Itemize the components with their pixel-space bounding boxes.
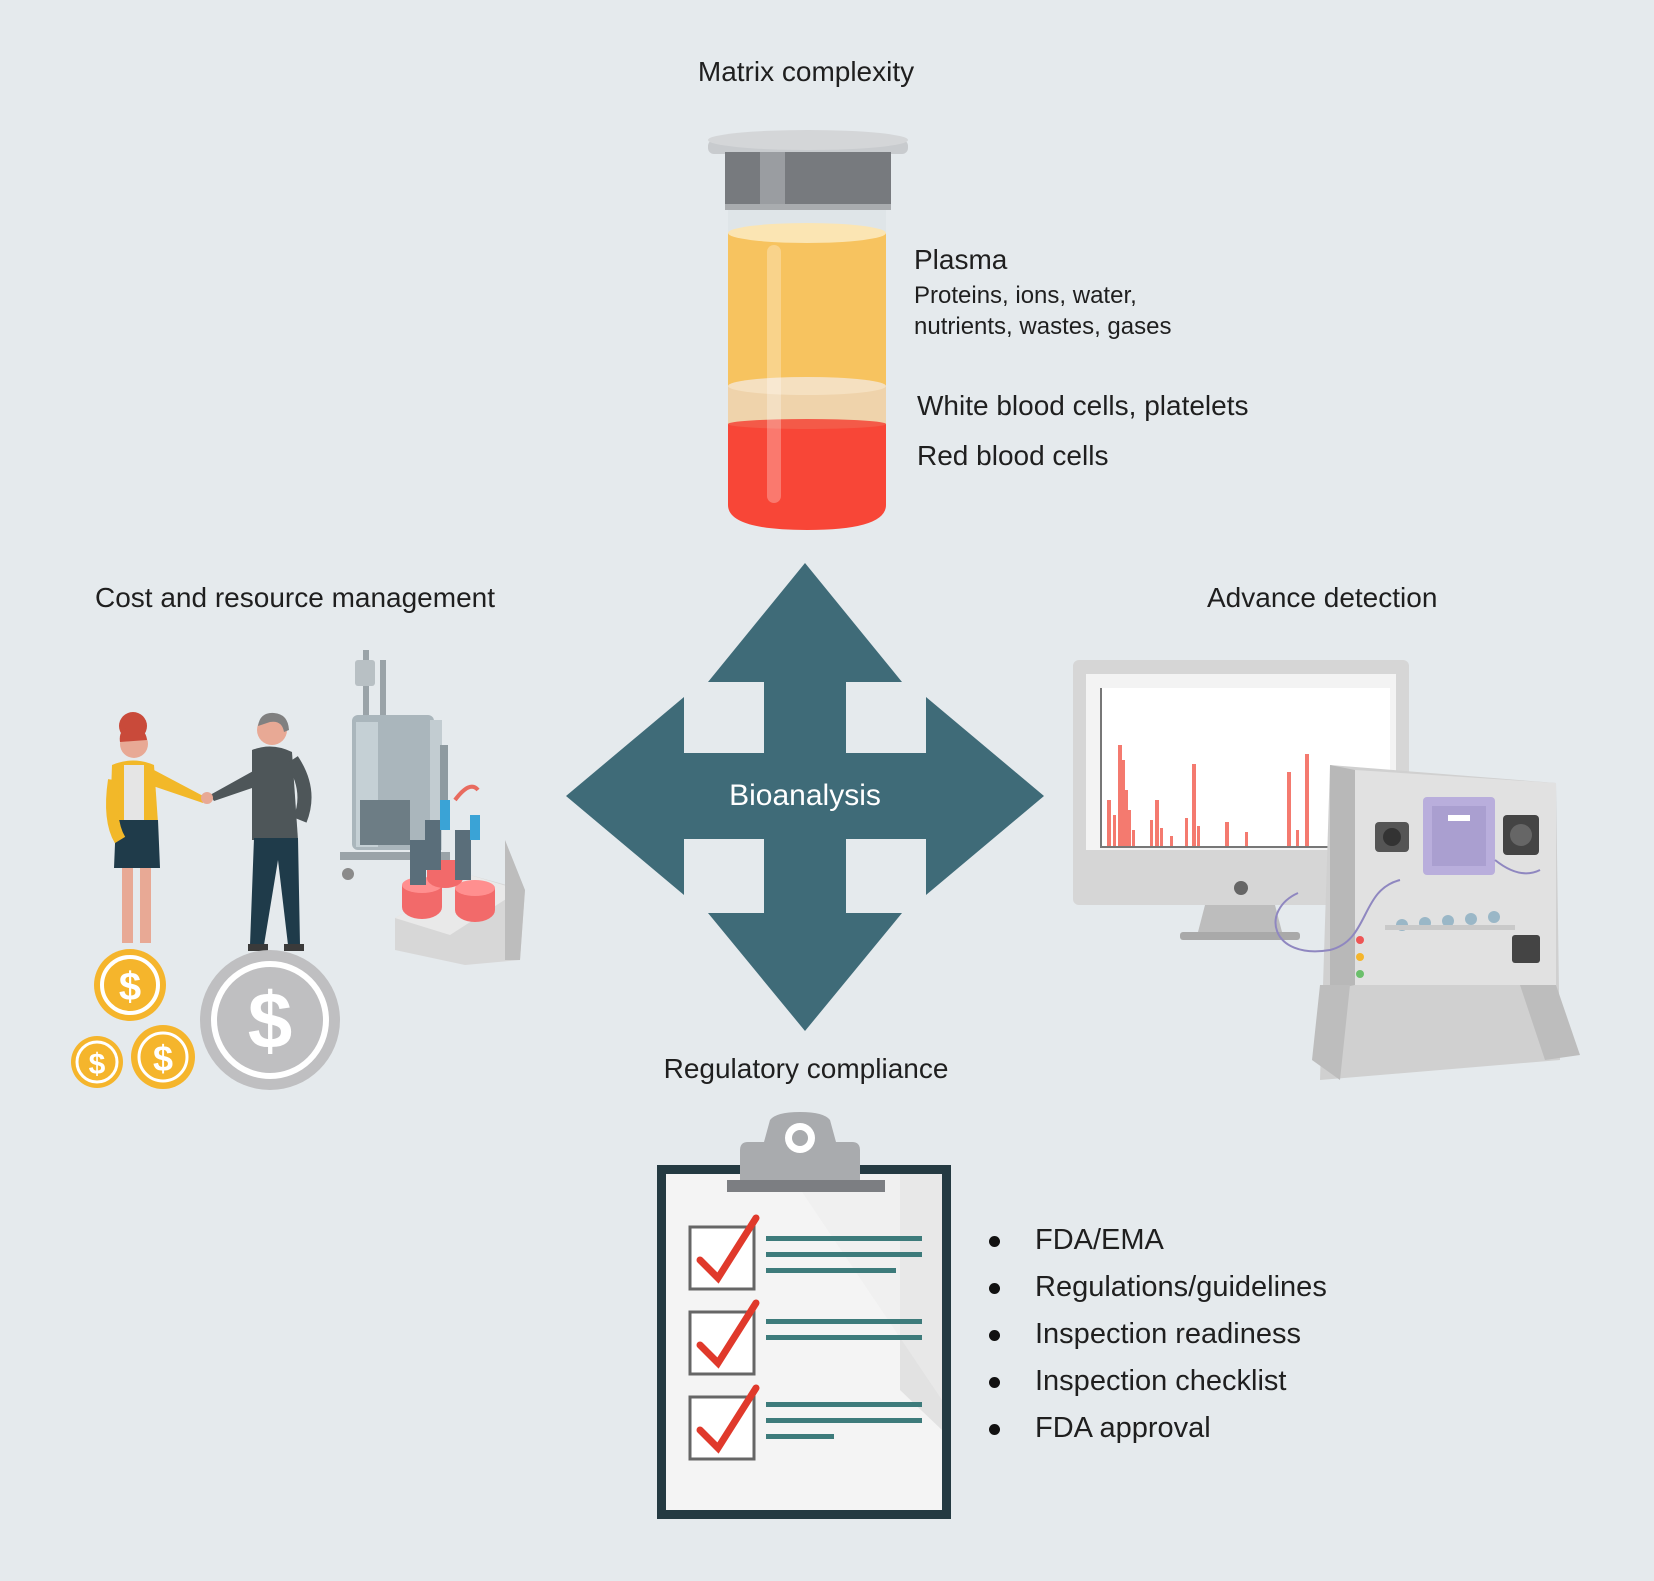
checklist-rows [688,1214,922,1461]
bioreactor-icon [340,650,525,965]
matrix-complexity-title: Matrix complexity [697,56,915,87]
advance-detection-title: Advance detection [1207,582,1438,613]
tube-cap [725,152,891,208]
plasma-detail-line-1: Proteins, ions, water, [914,282,1137,309]
regulatory-bullet-item: Inspection checklist [989,1358,1327,1405]
regulatory-bullet-list: FDA/EMA Regulations/guidelines Inspectio… [989,1217,1327,1452]
coins-icon: $ $ $ $ [71,949,340,1090]
clipboard-icon [657,1112,951,1519]
regulatory-bullet-item: FDA/EMA [989,1217,1327,1264]
svg-text:$: $ [119,965,141,1009]
regulatory-bullet-item: FDA approval [989,1405,1327,1452]
plasma-detail-line-2: nutrients, wastes, gases [914,313,1172,340]
svg-text:$: $ [153,1038,173,1079]
regulatory-bullet-item: Regulations/guidelines [989,1264,1327,1311]
checkmark-icon [696,1214,760,1284]
plasma-layer [728,233,886,386]
cost-resource-title: Cost and resource management [95,582,495,613]
buffy-coat-layer [728,386,886,426]
monitor-icon [1073,660,1409,940]
svg-text:$: $ [89,1048,106,1081]
buffy-coat-label: White blood cells, platelets [917,390,1249,421]
man-figure-icon [201,712,312,951]
checkmark-icon [696,1299,760,1369]
red-cells-layer [728,424,886,530]
bioanalysis-label: Bioanalysis [729,779,881,812]
red-cells-label: Red blood cells [917,440,1109,471]
checkmark-icon [696,1384,760,1454]
regulatory-bullet-item: Inspection readiness [989,1311,1327,1358]
svg-text:$: $ [248,976,293,1065]
instrument-icon [1274,765,1580,1080]
regulatory-compliance-title: Regulatory compliance [663,1053,949,1084]
chromatogram-chart [1100,688,1400,848]
woman-figure-icon [106,712,205,943]
plasma-title: Plasma [914,244,1008,275]
